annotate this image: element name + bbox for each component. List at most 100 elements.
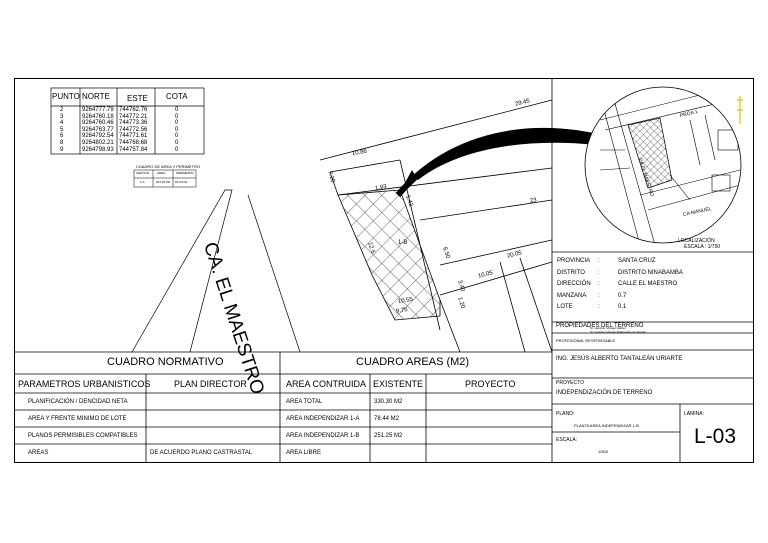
areas-title: CUADRO AREAS (M2) [356, 356, 470, 368]
coords-cell: 2 [60, 107, 64, 113]
location-label: LOCALIZACIÓN [678, 238, 715, 244]
areas-col2: EXISTENTE [373, 379, 424, 389]
normative-param: AREAS [28, 450, 49, 456]
scale-value: 1/500 [598, 449, 609, 454]
coords-cell: 744771.61 [119, 133, 148, 140]
small-table-c2: 251.25 M2 [156, 180, 171, 184]
north-arrow [737, 96, 743, 124]
coords-cell: 744772.21 [119, 113, 148, 120]
coords-cell: 9264760.18 [82, 113, 114, 120]
location-scale: ESCALA : 1/750 [684, 244, 721, 250]
normative-col1: PARAMETROS URBANISTICOS [18, 379, 151, 389]
info-key: DIRECCIÓN [557, 281, 591, 287]
info-value: CALLE EL MAESTRO [618, 281, 678, 287]
info-value: DISTRITO NINABAMBA [618, 269, 683, 276]
info-key: MANZANA [557, 292, 587, 299]
coords-cell: 9264798.93 [82, 146, 114, 153]
small-table-h2: AREA [157, 171, 166, 175]
areas-existing: 78.44 M2 [374, 416, 400, 422]
dim-mid: 23 [529, 197, 538, 205]
coords-cell: 9264763.77 [82, 126, 114, 133]
info-colon: : [598, 258, 600, 264]
lot-1b-hatch [337, 189, 441, 321]
info-key: LOTE [557, 304, 573, 310]
small-table-c3: 64.93 ML [175, 180, 188, 184]
normative-value: DE ACUERDO PLANO CASTRASTAL [150, 450, 253, 456]
project-title: PROYECTO [556, 380, 584, 386]
normative-param: AREA Y FRENTE MINIMO DE LOTE [28, 416, 127, 422]
small-table-grid [133, 169, 197, 188]
areas-existing: 330.30 M2 [374, 399, 403, 405]
coords-cell: 4 [60, 120, 64, 127]
coords-cell: 9264792.54 [82, 133, 114, 140]
coords-cell: 8 [60, 140, 64, 146]
responsible-title: PROFESIONAL RESPONSABLE [556, 338, 616, 343]
small-table-h1: VERTICE [136, 171, 149, 175]
coords-cell: 5 [60, 126, 64, 133]
small-table-c1: 1-A [140, 180, 145, 184]
areas-col3: PROYECTO [465, 379, 516, 389]
small-table-title: CUADRO DE AREA Y PERIMETRO [136, 164, 201, 169]
info-key: DISTRITO [557, 269, 585, 276]
info-value: 0.7 [618, 292, 627, 299]
coords-cell: 744762.76 [119, 107, 148, 113]
coords-header-cota: COTA [166, 92, 188, 101]
location-arrow [400, 132, 640, 192]
coords-header-norte: NORTE [82, 92, 110, 101]
coords-cell: 3 [60, 113, 64, 120]
coords-table-grid [50, 87, 205, 155]
info-key: PROVINCIA [557, 258, 591, 264]
coords-cell: 0 [175, 107, 179, 113]
info-value: 0.1 [618, 304, 627, 310]
coords-cell: 744772.56 [119, 126, 148, 133]
coords-header-este: ESTE [127, 94, 148, 103]
scale-title: ESCALA: [556, 437, 578, 443]
title-block-lines [551, 78, 754, 463]
info-colon: : [598, 304, 600, 310]
coords-cell: 0 [175, 120, 179, 127]
plan-name: PLANTA AREA INDEPENDIZAR 1-B [574, 423, 639, 428]
coords-cell: 744757.84 [119, 146, 148, 153]
tables-grid [14, 351, 552, 463]
normative-title: CUADRO NORMATIVO [107, 356, 224, 368]
plan-code: L-03 [694, 425, 737, 448]
coords-cell: 9 [60, 146, 64, 153]
coords-cell: 0 [175, 146, 179, 153]
coords-cell: 0 [175, 113, 179, 120]
normative-col2: PLAN DIRECTOR [174, 379, 247, 389]
info-colon: : [598, 281, 600, 287]
normative-param: PLANIFICACIÓN / DENCIDAD NETA [28, 399, 128, 405]
areas-name: AREA LIBRE [286, 450, 322, 456]
areas-existing: 251.25 M2 [374, 433, 403, 439]
lamina-title: LÁMINA: [684, 411, 705, 417]
coords-cell: 744773.36 [119, 120, 148, 127]
owner-1: Sr. Herlindo Vargas Gálvez [590, 326, 626, 330]
street-lines [131, 189, 301, 353]
coords-cell: 0 [175, 140, 179, 146]
owner-2: Sr. Gustavo Vargas Maldonado de Vargas [590, 330, 646, 334]
coords-cell: 6 [60, 133, 64, 140]
sheet-frame [14, 78, 754, 463]
coords-cell: 9264802.21 [82, 140, 114, 146]
project-name: INDEPENDIZACIÓN DE TERRENO [556, 390, 653, 396]
coords-cell: 9264777.79 [82, 107, 114, 113]
engineer-name: ING. JESÚS ALBERTO TANTALEÁN URIARTE [556, 356, 683, 362]
coords-cell: 0 [175, 133, 179, 140]
plan-title: PLANO: [556, 411, 575, 417]
areas-name: AREA TOTAL [286, 399, 323, 405]
coords-cell: 9264760.46 [82, 120, 114, 127]
owners-title: PROPIEDADES DEL TERRENO [556, 323, 644, 329]
areas-name: AREA INDEPENDIZAR 1-B [286, 433, 360, 439]
coords-cell: 744768.68 [119, 140, 148, 146]
info-value: SANTA CRUZ [618, 258, 656, 264]
small-table-h3: PERIMETRO [176, 171, 194, 175]
areas-col1: AREA CONTRUIDA [286, 379, 367, 389]
normative-param: PLANOS PERMISIBLES COMPATIBLES [28, 433, 138, 439]
areas-name: AREA INDEPENDIZAR 1-A [286, 416, 360, 422]
coords-cell: 0 [175, 126, 179, 133]
lot-label: 1-B [398, 240, 408, 246]
info-colon: : [598, 292, 600, 299]
info-colon: : [598, 269, 600, 276]
coords-header-punto: PUNTO [52, 92, 80, 101]
